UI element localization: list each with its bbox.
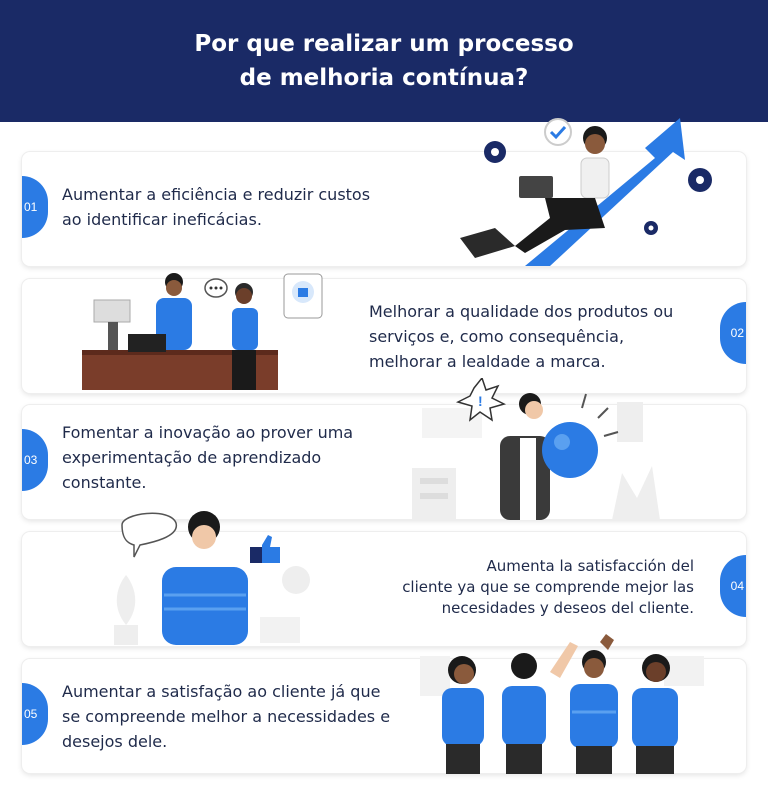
check-icon — [544, 118, 572, 146]
benefit-card-5 — [22, 659, 746, 773]
thumbs-up-man-illustration — [114, 511, 310, 645]
benefit-text-5: Aumentar a satisfação ao cliente já que … — [62, 682, 391, 751]
man-on-arrow-illustration — [460, 118, 712, 266]
benefit-card-1 — [22, 152, 746, 266]
thumbs-up-icon — [250, 547, 262, 563]
benefit-text-2: Melhorar a qualidade dos produtos ou ser… — [369, 302, 674, 371]
number-badge-04: 04 — [720, 555, 746, 617]
exclamation-burst-icon — [455, 378, 507, 422]
lightbulb-idea-illustration: ! — [412, 378, 660, 520]
benefit-card-4 — [22, 532, 746, 646]
benefit-text-4: Aumenta la satisfacción del cliente ya q… — [402, 557, 694, 617]
speech-bubble-icon — [121, 512, 177, 558]
page-title-line-2: de melhoria contínua? — [239, 65, 529, 91]
page-title-line-1: Por que realizar um processo — [194, 31, 574, 57]
team-high-five-illustration — [420, 634, 704, 774]
benefit-text-1: Aumentar a eficiência e reduzir custos a… — [62, 185, 371, 229]
svg-text:!: ! — [478, 393, 483, 409]
page-header: Por que realizar um processo de melhoria… — [0, 0, 768, 122]
reception-desk-illustration — [82, 273, 323, 390]
number-badge-02: 02 — [720, 302, 746, 364]
lightbulb-icon — [542, 422, 598, 478]
benefit-text-3: Fomentar a inovação ao prover uma experi… — [62, 423, 354, 492]
